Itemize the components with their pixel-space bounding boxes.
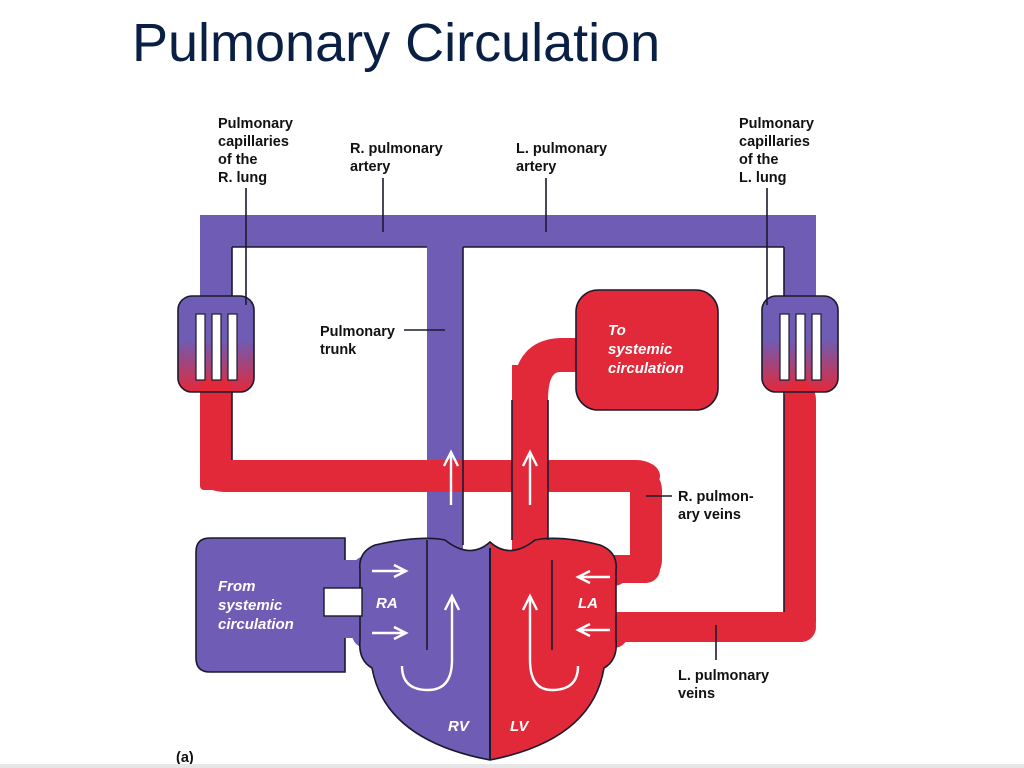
systemic-connector [323, 587, 363, 617]
cap-r-line-2: capillaries [218, 134, 289, 150]
cap-r-line-3: of the [218, 152, 257, 168]
trunk-arrow [442, 449, 460, 505]
r-artery-line-1: R. pulmonary [350, 141, 443, 157]
to-systemic-line-3: circulation [608, 360, 684, 377]
footer-divider [0, 764, 1024, 768]
aorta-arrow [521, 449, 539, 505]
leader-lines [245, 178, 768, 660]
cap-l-line-2: capillaries [739, 134, 810, 150]
r-veins-line-1: R. pulmon- [678, 489, 754, 505]
l-artery-line-1: L. pulmonary [516, 141, 607, 157]
l-cap-slot-3 [811, 313, 822, 381]
ra-label: RA [376, 595, 398, 612]
l-artery-label: L. pulmonary artery [516, 141, 611, 175]
page-title: Pulmonary Circulation [132, 13, 661, 73]
la-lobe-bottom [592, 618, 628, 648]
l-cap-slot-2 [795, 313, 806, 381]
lv-u-arrow [521, 593, 580, 692]
ra-arrow-top [372, 563, 409, 579]
cap-r-line-1: Pulmonary [218, 116, 293, 132]
r-artery-line-2: artery [350, 159, 390, 175]
pulmonary-artery-top [200, 215, 816, 247]
la-arrow-bottom [575, 622, 610, 638]
r-pulmonary-vein-horizontal [200, 460, 660, 492]
l-cap-slot-1 [779, 313, 790, 381]
r-cap-slot-3 [227, 313, 238, 381]
l-cap-outline [761, 295, 839, 393]
l-veins-line-1: L. pulmonary [678, 668, 769, 684]
to-systemic-label: To systemic circulation [608, 322, 684, 377]
r-cap-slot-1 [195, 313, 206, 381]
l-pulmonary-vein-horizontal [600, 612, 816, 642]
cap-l-line-4: L. lung [739, 170, 787, 186]
la-lobe-top [592, 556, 628, 586]
from-systemic-label: From systemic circulation [218, 578, 294, 633]
trunk-label: Pulmonary trunk [320, 324, 399, 358]
trunk-line-2: trunk [320, 342, 357, 358]
cap-l-line-3: of the [739, 152, 778, 168]
systemic-out-outline [575, 289, 719, 411]
la-label: LA [578, 595, 598, 612]
cap-r-line-4: R. lung [218, 170, 267, 186]
capillary-slots [195, 313, 822, 381]
cap-l-line-1: Pulmonary [739, 116, 814, 132]
right-heart [359, 538, 490, 760]
r-veins-line-2: ary veins [678, 507, 741, 523]
oxygenated-vessels [200, 290, 816, 760]
from-systemic-line-2: systemic [218, 597, 283, 614]
l-lung-vein-vertical [784, 380, 816, 642]
r-pulmonary-vein-descending [630, 470, 662, 580]
r-artery-label: R. pulmonary artery [350, 141, 447, 175]
cap-l-label: Pulmonary capillaries of the L. lung [739, 116, 818, 186]
rv-u-arrow [400, 593, 461, 692]
l-veins-label: L. pulmonary veins [678, 668, 773, 702]
l-artery-line-2: artery [516, 159, 556, 175]
r-veins-label: R. pulmon- ary veins [678, 489, 758, 523]
ra-arrow-bottom [372, 625, 409, 641]
to-systemic-block [576, 290, 718, 410]
to-systemic-line-2: systemic [608, 341, 673, 358]
from-systemic-line-1: From [218, 578, 256, 595]
systemic-in-outline [195, 537, 346, 673]
cap-r-label: Pulmonary capillaries of the R. lung [218, 116, 297, 186]
pulmonary-trunk-vessel [427, 230, 463, 570]
from-systemic-line-3: circulation [218, 616, 294, 633]
from-systemic-vessel [196, 538, 380, 672]
left-heart [490, 538, 617, 760]
rv-label: RV [448, 718, 471, 735]
la-arrow-top [575, 569, 610, 585]
r-cap-slot-2 [211, 313, 222, 381]
inner-loop-outline [231, 246, 785, 612]
flow-arrows [372, 449, 610, 692]
r-cap-outline [177, 295, 255, 393]
heart-interior [426, 247, 553, 650]
l-veins-line-2: veins [678, 686, 715, 702]
panel-label: (a) [176, 750, 194, 766]
to-systemic-line-1: To [608, 322, 626, 339]
vessel-outlines [177, 246, 839, 761]
trunk-line-1: Pulmonary [320, 324, 395, 340]
lv-label: LV [510, 718, 530, 735]
